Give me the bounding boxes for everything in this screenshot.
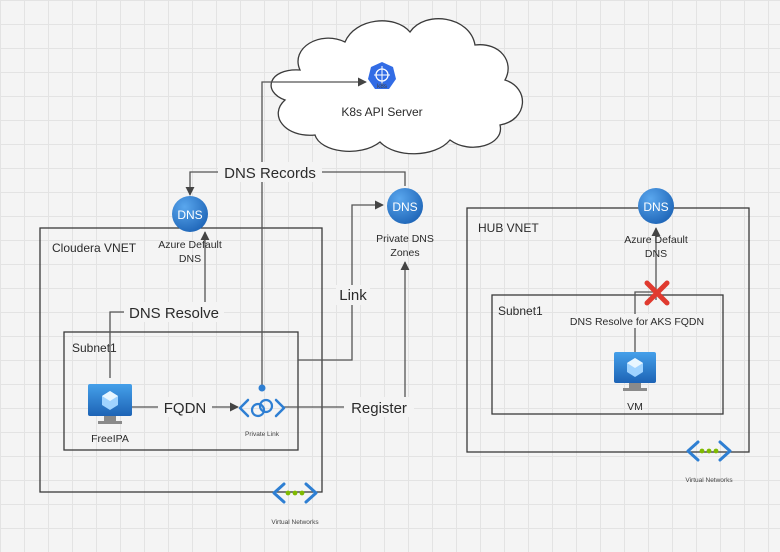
private-dns-zones-icon (387, 188, 423, 224)
azure-default-dns-label-line2: DNS (179, 253, 201, 265)
dns-resolve-aks-label-bg (566, 314, 708, 328)
vm-monitor-icon (614, 352, 656, 391)
virtual-network-label: Virtual Networks (271, 519, 319, 526)
cloudera-vnet-box (39, 227, 323, 493)
blocked-x-icon (644, 280, 670, 306)
hub-azure-dns-icon (638, 188, 674, 224)
k8s-badge: k8s (377, 83, 388, 90)
freeipa-label: FreeIPA (91, 433, 129, 445)
fqdn-label: FQDN (164, 400, 207, 417)
hub-vnet-label: HUB VNET (478, 221, 539, 235)
cloud-shape (270, 18, 524, 155)
dns-records-label: DNS Records (224, 165, 316, 182)
private-dns-icon-text: DNS (392, 200, 417, 214)
k8s-icon (368, 62, 396, 89)
link-label: Link (339, 287, 367, 304)
private-link-to-k8s-connector (261, 77, 367, 388)
private-link-label: Private Link (245, 431, 280, 438)
private-dns-zones-label-line2: Zones (390, 247, 419, 259)
hub-azure-default-dns-label-line1: Azure Default (624, 234, 688, 246)
hub-virtual-network-label: Virtual Networks (685, 477, 733, 484)
azure-default-dns-label-line1: Azure Default (158, 239, 222, 251)
link-connector (298, 200, 384, 361)
dns-resolve-label: DNS Resolve (129, 305, 219, 322)
virtual-network-icon (272, 482, 318, 504)
link-label-bg (336, 285, 370, 305)
hub-azure-default-dns-label-line2: DNS (645, 248, 667, 260)
hub-virtual-network-icon (686, 440, 732, 462)
hub-subnet-label: Subnet1 (498, 304, 543, 318)
vm-label: VM (627, 401, 643, 413)
cloudera-vnet-label: Cloudera VNET (52, 241, 137, 255)
hub-azure-dns-icon-text: DNS (643, 200, 668, 214)
freeipa-monitor-icon (88, 384, 132, 424)
hub-subnet-box (491, 294, 724, 415)
azure-dns-icon-text: DNS (177, 208, 202, 222)
azure-dns-icon (172, 196, 208, 232)
hub-vnet-box (466, 207, 750, 453)
fqdn-label-bg (158, 397, 212, 417)
register-connector (282, 261, 410, 408)
private-link-icon (238, 384, 286, 418)
dns-resolve-label-bg (124, 302, 224, 322)
cloudera-subnet-box (63, 331, 299, 451)
k8s-api-server-label: K8s API Server (341, 105, 422, 119)
private-dns-zones-label-line1: Private DNS (376, 233, 434, 245)
cloudera-subnet-label: Subnet1 (72, 341, 117, 355)
register-label: Register (351, 400, 407, 417)
register-label-bg (344, 397, 414, 417)
dns-records-label-bg (218, 162, 322, 182)
dns-resolve-aks-label: DNS Resolve for AKS FQDN (570, 316, 704, 328)
